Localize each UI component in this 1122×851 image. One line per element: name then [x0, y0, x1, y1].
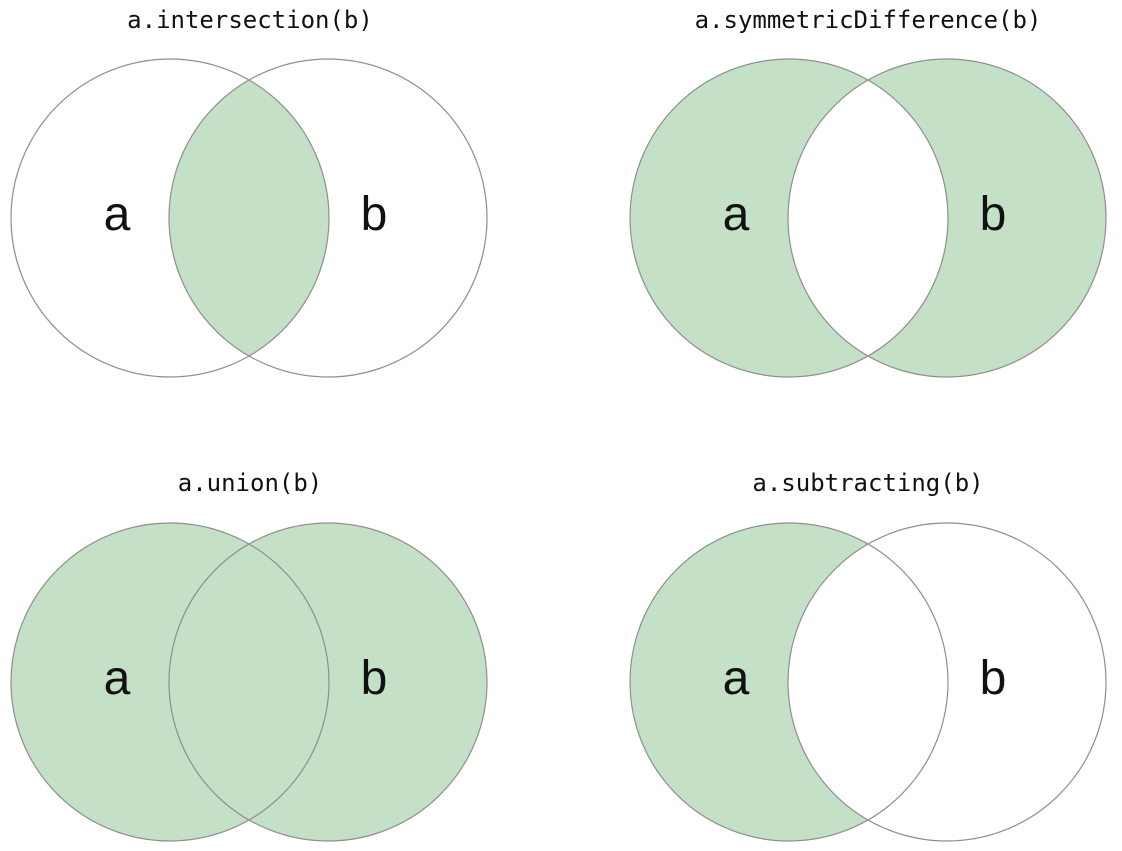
venn-diagram-intersection: a.intersection(b) a b	[10, 6, 488, 378]
set-b-circle-outline	[787, 522, 1107, 842]
venn-cell-intersection: a.intersection(b) a b	[0, 0, 561, 426]
set-a-circle-outline	[629, 58, 949, 378]
set-a-label: a	[104, 188, 131, 241]
set-a-label: a	[723, 188, 750, 241]
venn-diagram-symmetric-difference: a.symmetricDifference(b) a b	[629, 6, 1107, 378]
venn-cell-union: a.union(b) a b	[0, 426, 561, 851]
set-b-circle-outline	[168, 522, 488, 842]
diagram-title: a.union(b)	[178, 469, 323, 497]
diagram-title: a.subtracting(b)	[752, 469, 983, 497]
diagram-title: a.symmetricDifference(b)	[695, 6, 1042, 34]
set-b-label: b	[361, 652, 388, 705]
set-a-label: a	[723, 652, 750, 705]
set-a-circle-outline	[629, 522, 949, 842]
venn-diagram-subtracting: a.subtracting(b) a b	[629, 469, 1107, 842]
venn-cell-symmetric-difference: a.symmetricDifference(b) a b	[561, 0, 1122, 426]
set-a-circle-outline	[10, 522, 330, 842]
set-b-circle-outline	[168, 58, 488, 378]
intersection-region	[168, 544, 330, 820]
set-b-label: b	[980, 188, 1007, 241]
venn-diagram-union: a.union(b) a b	[10, 469, 488, 842]
set-a-label: a	[104, 652, 131, 705]
set-b-label: b	[980, 652, 1007, 705]
set-a-circle-outline	[10, 58, 330, 378]
venn-cell-subtracting: a.subtracting(b) a b	[561, 426, 1122, 851]
diagram-title: a.intersection(b)	[127, 6, 373, 34]
intersection-region	[787, 80, 949, 356]
intersection-region	[787, 544, 949, 820]
set-b-label: b	[361, 188, 388, 241]
intersection-region	[168, 80, 330, 356]
set-b-circle-outline	[787, 58, 1107, 378]
